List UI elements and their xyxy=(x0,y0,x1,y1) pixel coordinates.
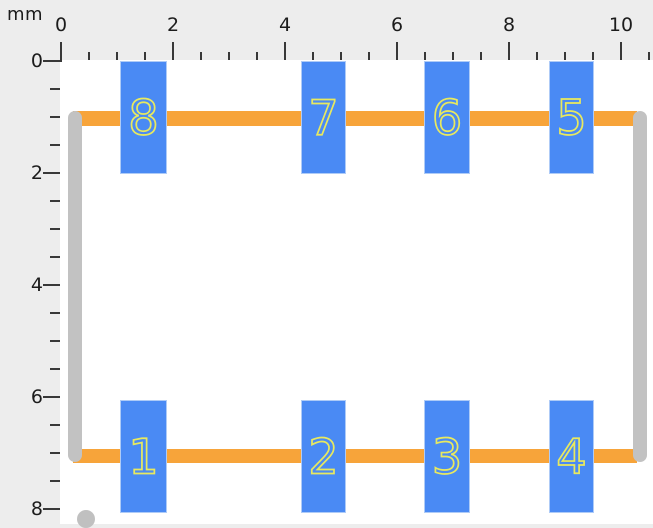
ruler-left-tick xyxy=(50,452,60,454)
pad-1[interactable]: 1 xyxy=(120,400,167,513)
ruler-top-tick xyxy=(508,42,510,60)
ruler-left-tick xyxy=(50,228,60,230)
ruler-top-label: 2 xyxy=(166,14,180,36)
ruler-left-tick xyxy=(43,284,60,286)
pad-number: 5 xyxy=(555,90,587,148)
ruler-left-tick xyxy=(50,368,60,370)
ruler-left-tick xyxy=(43,396,60,398)
pad-number-text: 4 xyxy=(556,430,587,486)
pad-number: 8 xyxy=(127,90,159,148)
ruler-top-tick xyxy=(620,42,622,60)
pad-5[interactable]: 5 xyxy=(549,61,594,174)
ruler-top-tick xyxy=(116,52,118,60)
origin-corner-vertical xyxy=(60,42,62,62)
pad-3[interactable]: 3 xyxy=(424,400,470,513)
ruler-left-tick xyxy=(50,144,60,146)
ruler-top-tick xyxy=(368,52,370,60)
pad-6[interactable]: 6 xyxy=(424,61,470,174)
ruler-top-tick xyxy=(424,52,426,60)
ruler-top-label: 0 xyxy=(54,14,68,36)
silk-line-right xyxy=(633,111,647,462)
pad-4[interactable]: 4 xyxy=(549,400,594,513)
ruler-left-tick xyxy=(43,508,60,510)
pad-number-text: 6 xyxy=(432,91,463,147)
ruler-left-tick xyxy=(50,256,60,258)
pad-number-text: 5 xyxy=(556,91,587,147)
ruler-left-label: 8 xyxy=(30,498,43,520)
fab-line-bottom xyxy=(73,449,637,463)
silk-line-left xyxy=(68,111,82,462)
ruler-left-tick xyxy=(50,480,60,482)
ruler-top-label: 10 xyxy=(608,14,634,36)
ruler-left-tick xyxy=(43,172,60,174)
ruler-top-tick xyxy=(200,52,202,60)
origin-corner-horizontal xyxy=(44,60,62,62)
ruler-top-tick xyxy=(480,52,482,60)
pad-number: 4 xyxy=(555,429,587,487)
pad-number-text: 1 xyxy=(128,430,159,486)
ruler-left-tick xyxy=(50,340,60,342)
pad-number: 6 xyxy=(431,90,463,148)
pad-number: 3 xyxy=(431,429,463,487)
ruler-top-tick xyxy=(228,52,230,60)
pad-number: 7 xyxy=(307,90,339,148)
pad-number-text: 7 xyxy=(308,91,339,147)
ruler-top-tick xyxy=(564,52,566,60)
anchor-dot xyxy=(77,510,95,528)
ruler-top-tick xyxy=(592,52,594,60)
ruler-top-tick xyxy=(284,42,286,60)
pad-number-text: 2 xyxy=(308,430,339,486)
ruler-top-label: 4 xyxy=(278,14,292,36)
ruler-top-tick xyxy=(536,52,538,60)
ruler-top-tick xyxy=(340,52,342,60)
pad-7[interactable]: 7 xyxy=(301,61,346,174)
ruler-left-tick xyxy=(50,116,60,118)
ruler-left-tick xyxy=(50,312,60,314)
pad-number-text: 8 xyxy=(128,91,159,147)
ruler-top-tick xyxy=(172,42,174,60)
ruler-left-tick xyxy=(50,200,60,202)
ruler-top-tick xyxy=(648,52,650,60)
ruler-top-tick xyxy=(88,52,90,60)
pad-number: 1 xyxy=(127,429,159,487)
ruler-top-tick xyxy=(396,42,398,60)
ruler-left-label: 2 xyxy=(30,162,43,184)
ruler-top-label: 8 xyxy=(502,14,516,36)
ruler-left-label: 0 xyxy=(30,50,43,72)
pad-8[interactable]: 8 xyxy=(120,61,167,174)
ruler-top-tick xyxy=(144,52,146,60)
ruler-left-label: 6 xyxy=(30,386,43,408)
pad-number-text: 3 xyxy=(432,430,463,486)
ruler-left-tick xyxy=(50,424,60,426)
ruler-top-tick xyxy=(452,52,454,60)
ruler-top-tick xyxy=(256,52,258,60)
fab-line-top xyxy=(73,111,637,126)
pad-number: 2 xyxy=(307,429,339,487)
ruler-left-tick xyxy=(50,88,60,90)
ruler-top-label: 6 xyxy=(390,14,404,36)
pad-2[interactable]: 2 xyxy=(301,400,346,513)
ruler-top-tick xyxy=(312,52,314,60)
ruler-left-label: 4 xyxy=(30,274,43,296)
ruler-unit-label: mm xyxy=(7,4,44,25)
